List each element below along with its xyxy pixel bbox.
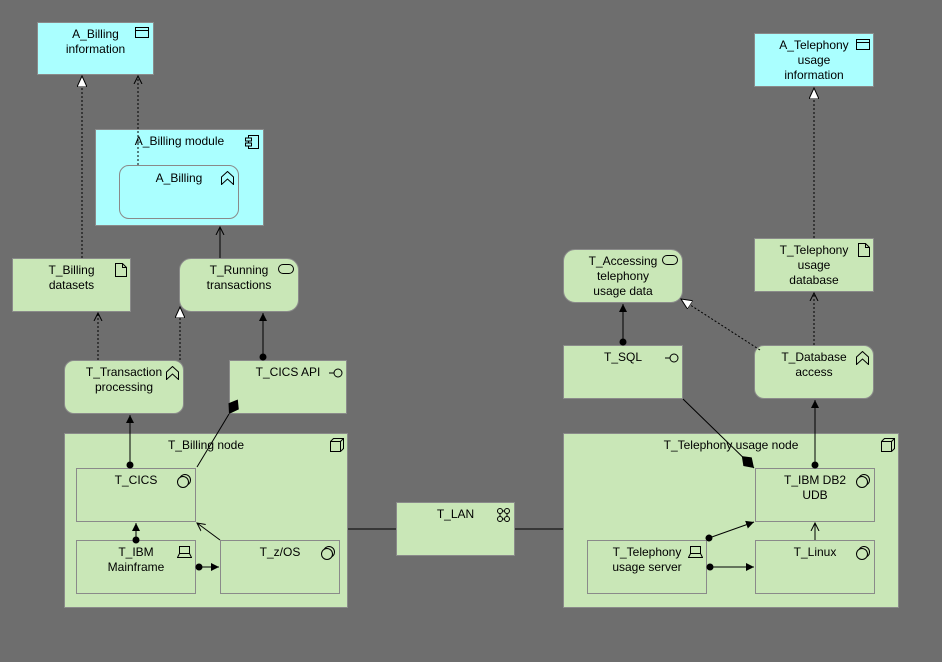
- running-transactions-service[interactable]: T_Running transactions: [179, 258, 299, 312]
- telephony-usage-information-label: A_Telephony usage information: [779, 38, 849, 82]
- lan-label: T_LAN: [436, 507, 475, 521]
- sql-label: T_SQL: [603, 350, 642, 364]
- data-object-icon: [135, 27, 149, 38]
- billing-information-data-object[interactable]: A_Billing information: [37, 22, 154, 75]
- telephony-usage-database-artifact[interactable]: T_Telephony usage database: [754, 238, 874, 292]
- billing-function[interactable]: A_Billing: [119, 165, 239, 219]
- composition-connector: [682, 398, 755, 469]
- telephony-usage-server-device[interactable]: T_Telephony usage server: [587, 540, 707, 594]
- linux-system-software[interactable]: T_Linux: [755, 540, 875, 594]
- transaction-processing-function[interactable]: T_Transaction processing: [64, 360, 184, 414]
- billing-module-label: A_Billing module: [134, 134, 225, 148]
- accessing-telephony-usage-data-service[interactable]: T_Accessing telephony usage data: [563, 249, 683, 303]
- cics-label: T_CICS: [114, 473, 158, 487]
- billing-node-label: T_Billing node: [167, 438, 245, 452]
- telephony-usage-database-label: T_Telephony usage database: [779, 243, 849, 287]
- function-icon: [221, 171, 234, 185]
- service-icon: [278, 264, 294, 274]
- lan-network[interactable]: T_LAN: [396, 502, 515, 556]
- database-access-function[interactable]: T_Database access: [754, 345, 874, 399]
- data-object-icon: [856, 39, 870, 50]
- system-software-icon: [856, 474, 870, 488]
- device-icon: [177, 546, 192, 558]
- accessing-telephony-usage-data-label: T_Accessing telephony usage data: [588, 254, 658, 298]
- ibm-db2-udb-label: T_IBM DB2 UDB: [783, 473, 846, 502]
- realization-connector: [681, 299, 761, 351]
- interface-icon: [329, 368, 343, 378]
- billing-datasets-label: T_Billing datasets: [48, 263, 95, 292]
- telephony-usage-information-data-object[interactable]: A_Telephony usage information: [754, 33, 874, 87]
- function-icon: [166, 366, 179, 380]
- device-icon: [688, 546, 703, 558]
- node-icon: [881, 438, 895, 452]
- cics-api-label: T_CICS API: [255, 365, 321, 379]
- serving-connector: [197, 523, 221, 541]
- interface-icon: [665, 353, 679, 363]
- service-icon: [662, 255, 678, 265]
- ibm-db2-udb-system-software[interactable]: T_IBM DB2 UDB: [755, 468, 875, 522]
- node-icon: [330, 438, 344, 452]
- ibm-mainframe-label: T_IBM Mainframe: [107, 545, 165, 574]
- network-icon: [496, 508, 511, 522]
- function-icon: [856, 351, 869, 365]
- database-access-label: T_Database access: [781, 350, 847, 379]
- system-software-icon: [321, 546, 335, 560]
- telephony-usage-server-label: T_Telephony usage server: [612, 545, 682, 574]
- billing-datasets-artifact[interactable]: T_Billing datasets: [12, 258, 131, 312]
- billing-information-label: A_Billing information: [65, 27, 126, 56]
- linux-label: T_Linux: [793, 545, 837, 559]
- artifact-icon: [858, 243, 870, 257]
- running-transactions-label: T_Running transactions: [206, 263, 272, 292]
- cics-system-software[interactable]: T_CICS: [76, 468, 196, 522]
- zos-label: T_z/OS: [259, 545, 301, 559]
- assignment-connector: [705, 520, 755, 542]
- ibm-mainframe-device[interactable]: T_IBM Mainframe: [76, 540, 196, 594]
- billing-function-label: A_Billing: [155, 171, 203, 185]
- composition-connector: [196, 399, 239, 468]
- system-software-icon: [177, 474, 191, 488]
- sql-interface[interactable]: T_SQL: [563, 345, 683, 399]
- artifact-icon: [115, 263, 127, 277]
- system-software-icon: [856, 546, 870, 560]
- component-icon: [245, 135, 259, 149]
- cics-api-interface[interactable]: T_CICS API: [229, 360, 347, 414]
- transaction-processing-label: T_Transaction processing: [85, 365, 163, 394]
- zos-system-software[interactable]: T_z/OS: [220, 540, 340, 594]
